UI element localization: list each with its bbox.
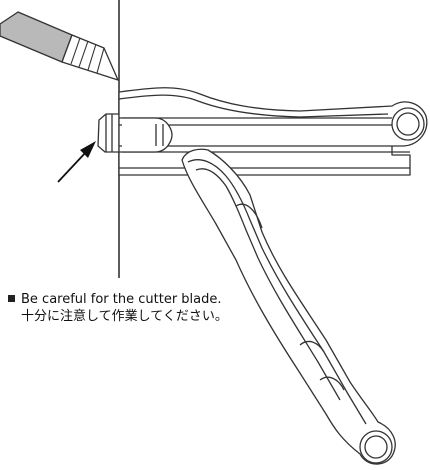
- arrow: [57, 141, 96, 183]
- bullet-square-icon: [8, 295, 15, 302]
- caption-japanese: 十分に注意して作業してください。: [21, 309, 228, 324]
- tool-body: [118, 87, 428, 176]
- cutter-knife: [0, 11, 119, 81]
- connector-tip: [97, 113, 120, 153]
- blade-hatching: [70, 37, 105, 74]
- cutter-handle: [0, 11, 73, 63]
- caption-english-line: Be careful for the cutter blade.: [8, 291, 308, 308]
- cutter-blade: [61, 34, 119, 81]
- warning-caption: Be careful for the cutter blade. 十分に注意して…: [8, 291, 308, 325]
- caption-english: Be careful for the cutter blade.: [21, 292, 222, 307]
- tool-lever-handle: [181, 148, 396, 465]
